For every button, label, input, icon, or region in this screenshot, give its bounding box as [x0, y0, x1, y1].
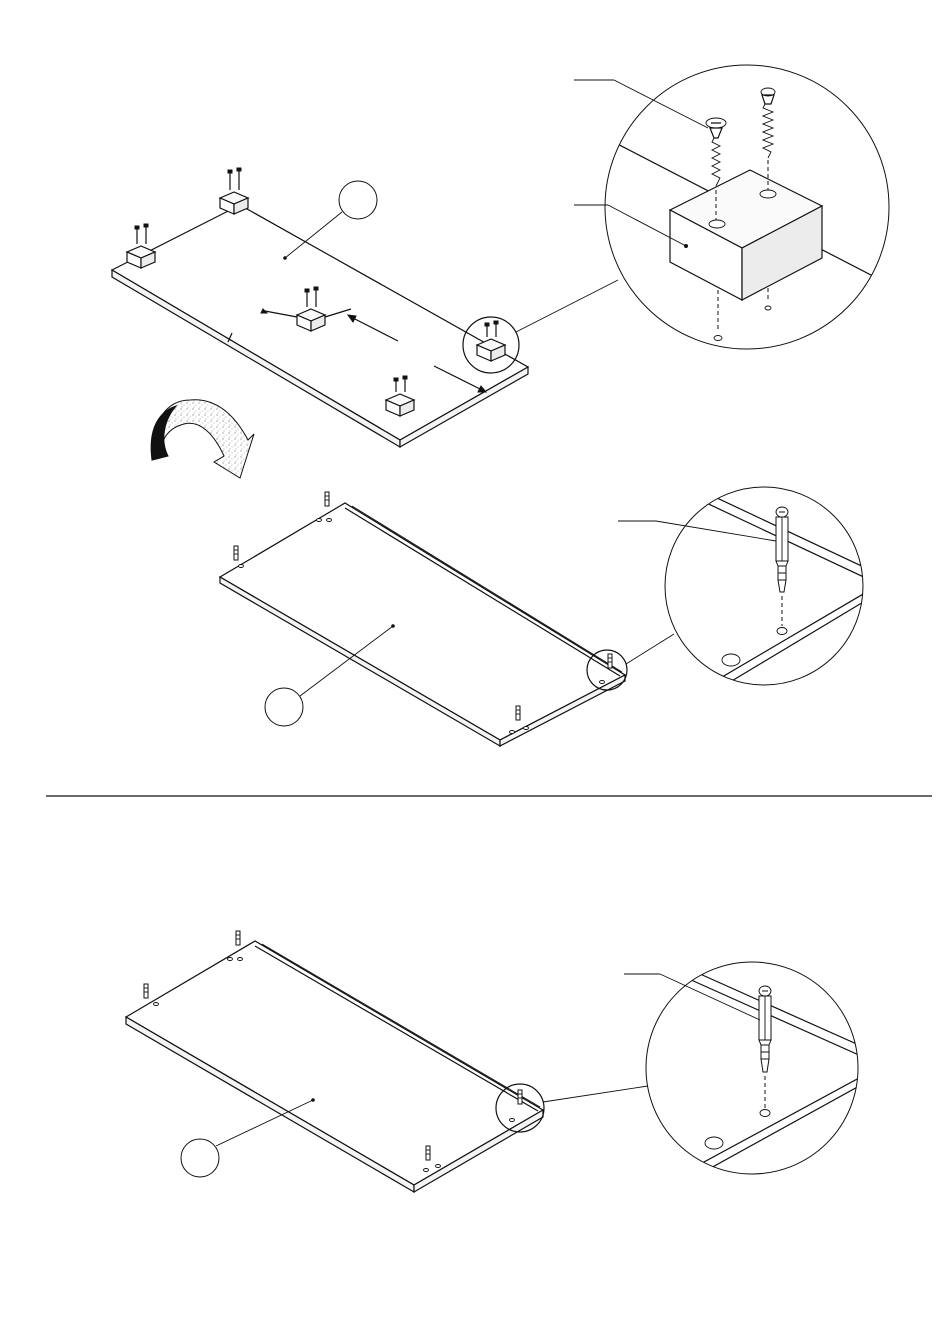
foot-block-icon — [220, 168, 248, 214]
zoom-detail-foot — [574, 65, 900, 349]
zoom-detail-dowel-1 — [618, 487, 870, 700]
cam-dowel-icon — [776, 507, 788, 592]
cam-dowel-icon — [234, 546, 244, 568]
flip-arrow-icon — [151, 400, 254, 478]
part-callout-b — [265, 688, 303, 726]
panel-with-dowels — [220, 492, 674, 746]
foot-block-icon — [127, 224, 155, 268]
part-callout-a — [339, 181, 377, 219]
part-callout-c — [181, 1139, 219, 1177]
panel-with-dowels-step2 — [126, 931, 648, 1192]
cam-dowel-icon — [759, 986, 771, 1072]
zoom-detail-dowel-2 — [624, 962, 870, 1185]
